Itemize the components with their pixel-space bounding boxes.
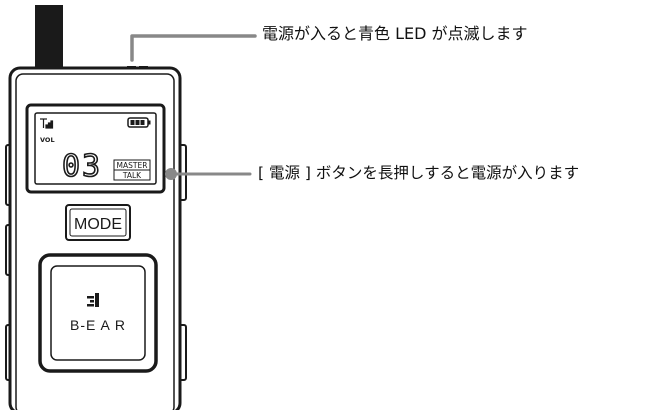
device-body-inner <box>15 73 175 410</box>
power-callout-pointer <box>165 168 252 180</box>
signal-icon <box>40 118 54 129</box>
bear-logo-icon <box>87 293 99 307</box>
mode-button[interactable] <box>65 204 131 241</box>
lcd-mode-box-bottom <box>113 169 151 181</box>
lcd-mode-master: MASTER <box>117 161 148 170</box>
led-callout-pointer <box>130 34 257 62</box>
mode-button-inner <box>69 208 127 237</box>
antenna <box>35 5 63 71</box>
battery-icon <box>127 117 151 128</box>
talk-button-inner <box>50 265 146 361</box>
led-callout-text: 電源が入ると青色 LED が点滅します <box>262 24 528 43</box>
lcd-vol-label: VOL <box>40 136 55 144</box>
lcd-channel-number: 03 <box>62 149 102 184</box>
talk-button-brand: B-E A R <box>70 317 126 333</box>
power-callout-text: [ 電源 ] ボタンを長押しすると電源が入ります <box>258 164 580 182</box>
mode-button-label: MODE <box>74 216 122 233</box>
lcd-mode-talk: TALK <box>122 171 142 180</box>
